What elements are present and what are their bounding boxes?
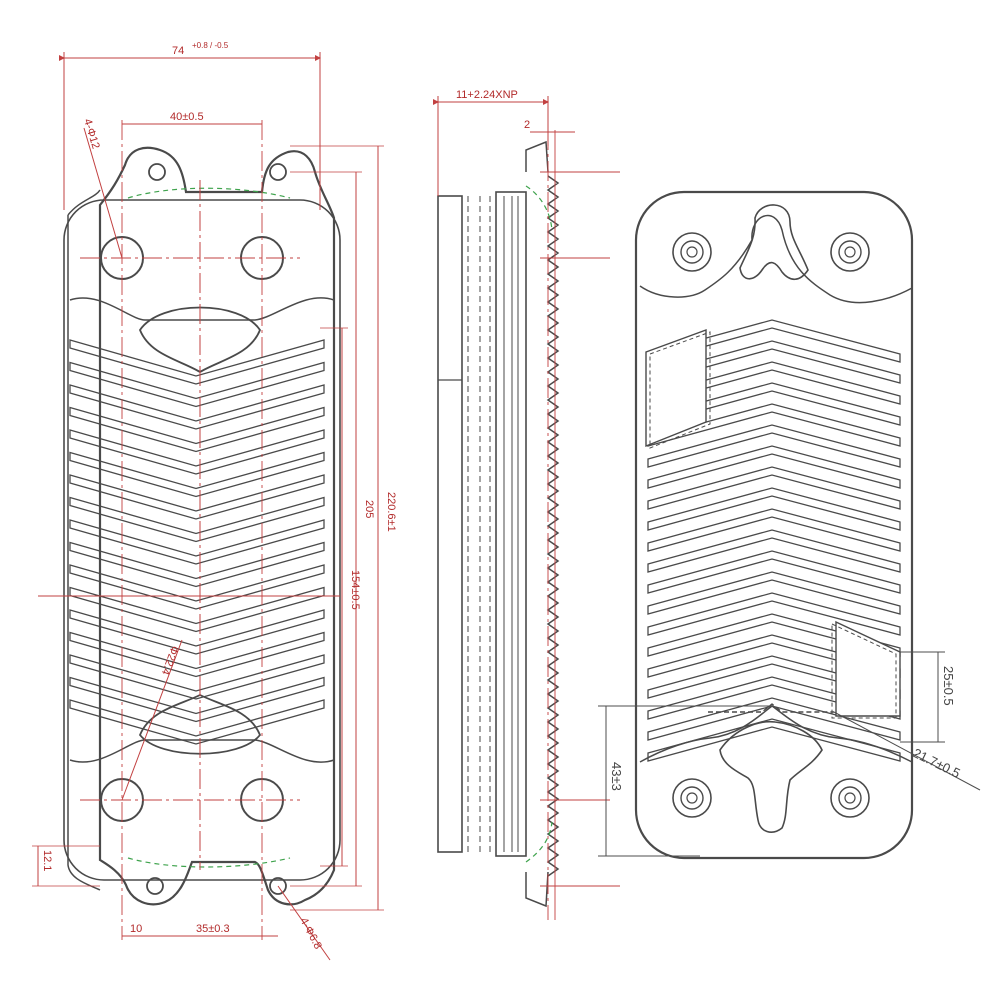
front-chevron-rib bbox=[69, 654, 325, 700]
rear-port-bottom-left bbox=[672, 778, 712, 818]
dim-edge-offset: 12.1 bbox=[41, 850, 53, 871]
front-chevron-rib bbox=[69, 406, 325, 453]
rear-chevron-rib bbox=[647, 571, 901, 615]
mount-hole-top-right bbox=[269, 163, 287, 181]
rear-top-slot bbox=[739, 204, 809, 281]
rear-chevron-pattern bbox=[647, 319, 901, 762]
front-plate-outline bbox=[98, 146, 336, 906]
front-chevron-rib bbox=[69, 474, 325, 520]
front-hidden-line-bottom bbox=[127, 857, 291, 868]
mount-hole-bottom-left bbox=[146, 877, 164, 895]
front-chevron-rib bbox=[69, 609, 325, 655]
mount-hole-bottom-right bbox=[269, 877, 287, 895]
front-chevron-rib bbox=[69, 361, 325, 408]
front-chevron-rib bbox=[69, 451, 325, 498]
dim-gap-height: 25±0.5 bbox=[941, 666, 956, 706]
rear-chevron-rib bbox=[647, 487, 901, 531]
rear-view bbox=[634, 190, 914, 860]
front-chevron-rib bbox=[69, 429, 325, 475]
dim-height-inner: 205 bbox=[363, 500, 375, 518]
side-view bbox=[437, 140, 560, 908]
dim-height-pattern: 154±0.5 bbox=[349, 570, 361, 610]
mount-hole-top-left bbox=[148, 163, 166, 181]
front-chevron-rib bbox=[69, 339, 325, 385]
front-plate-border bbox=[63, 199, 341, 881]
rear-gasket-patch-bottom bbox=[835, 620, 901, 717]
rear-chevron-rib bbox=[647, 508, 901, 552]
dim-bottom-port-spacing: 35±0.3 bbox=[196, 923, 230, 935]
dim-chamfer: 21.7±0.5 bbox=[911, 745, 963, 781]
front-top-flow-opening bbox=[138, 306, 262, 374]
rear-gasket-patch-top bbox=[645, 328, 707, 448]
side-dimensions: 11+2.24XNP 2 bbox=[433, 89, 620, 920]
rear-chevron-rib bbox=[647, 529, 901, 573]
side-corrugated-edge bbox=[546, 175, 560, 877]
rear-chevron-rib bbox=[647, 403, 901, 447]
front-top-lobe bbox=[69, 297, 335, 321]
dim-thickness: 11+2.24XNP bbox=[456, 89, 518, 101]
rear-port-top-left bbox=[672, 232, 712, 272]
dim-mount-hole-top: 4-Φ12 bbox=[81, 117, 101, 150]
dim-port-spacing: 40±0.5 bbox=[170, 111, 204, 123]
rear-port-top-right bbox=[830, 232, 870, 272]
front-chevron-rib bbox=[69, 699, 325, 745]
rear-chevron-rib bbox=[647, 466, 901, 510]
front-chevron-rib bbox=[69, 676, 325, 723]
dim-height-total: 220.6±1 bbox=[385, 492, 397, 532]
rear-port-bottom-right bbox=[830, 778, 870, 818]
dim-bottom-offset: 10 bbox=[130, 923, 142, 935]
front-chevron-rib bbox=[69, 541, 325, 588]
front-dimensions: 74 +0.8 / -0.5 40±0.5 4-Φ12 10 35±0.3 4-… bbox=[32, 41, 397, 961]
front-plate-inner-outline bbox=[67, 189, 101, 891]
front-chevron-rib bbox=[69, 631, 325, 678]
rear-chevron-rib bbox=[647, 718, 901, 762]
rear-chevron-rib bbox=[647, 445, 901, 489]
dim-mount-hole-bottom: 4-Φ6.8 bbox=[297, 916, 323, 952]
rear-chevron-rib bbox=[647, 676, 901, 720]
dim-flange: 2 bbox=[524, 119, 530, 131]
rear-chevron-rib bbox=[647, 550, 901, 594]
side-bottom-flange bbox=[525, 871, 549, 908]
rear-bottom-slot bbox=[719, 720, 823, 833]
front-hidden-line-top bbox=[127, 187, 291, 199]
dim-overall-width-tol: +0.8 / -0.5 bbox=[192, 41, 229, 50]
rear-chevron-rib bbox=[647, 697, 901, 741]
side-plate-right bbox=[495, 191, 527, 857]
front-chevron-rib bbox=[69, 519, 325, 565]
front-chevron-rib bbox=[69, 564, 325, 610]
rear-chevron-rib bbox=[647, 592, 901, 636]
dim-overall-width: 74 bbox=[172, 45, 184, 57]
front-chevron-rib bbox=[69, 384, 325, 430]
side-plate-left bbox=[437, 195, 463, 853]
front-chevron-rib bbox=[69, 496, 325, 543]
rear-chevron-rib bbox=[647, 424, 901, 468]
front-chevron-pattern bbox=[69, 339, 325, 745]
side-top-flange bbox=[525, 140, 549, 173]
dim-bottom-height: 43±3 bbox=[609, 762, 624, 791]
front-bottom-lobe bbox=[69, 739, 335, 763]
rear-top-lobe bbox=[639, 214, 913, 304]
front-chevron-rib bbox=[69, 586, 325, 633]
front-view bbox=[38, 120, 341, 940]
rear-plate-outline bbox=[634, 190, 914, 860]
